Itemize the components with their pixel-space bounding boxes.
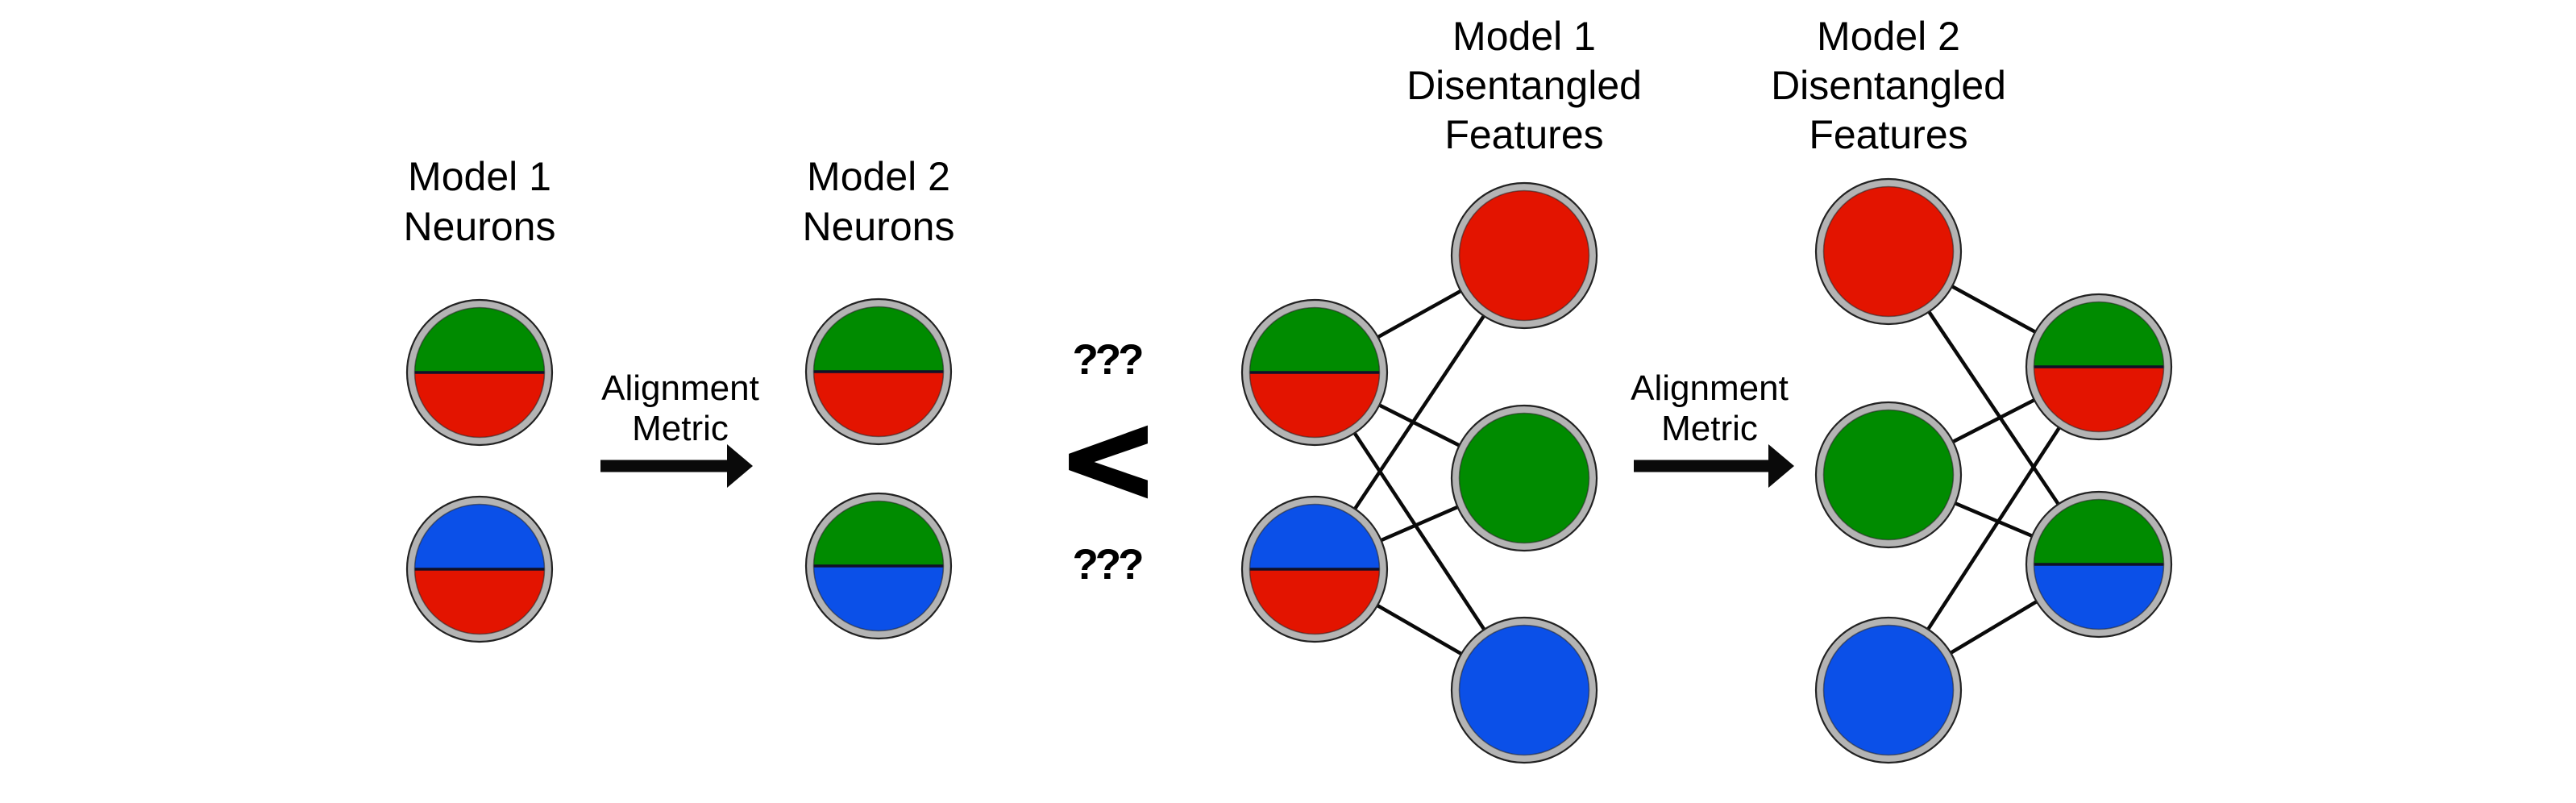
net1-feature-blue-outline-outer	[1450, 616, 1598, 764]
net2-neuron-2-ring	[2026, 492, 2171, 637]
label-model1-neurons: Model 1 Neurons	[403, 154, 556, 249]
net2-neuron-1-bottom-half	[2030, 367, 2167, 435]
model1-neuron-1-outline-inner	[413, 306, 546, 439]
net2-feature-red-outline-inner	[1822, 185, 1955, 318]
net2-neuron-1-ring	[2026, 294, 2171, 439]
net1-feature-red-ring	[1452, 183, 1597, 328]
net1-feature-red-outline-outer	[1450, 181, 1598, 330]
net2-feature-green-outline-outer	[1814, 401, 1963, 549]
arrow-head-2	[1768, 444, 1794, 488]
net1-neuron-2-bottom-half	[1246, 569, 1383, 638]
net2-neuron-2-bottom-half	[2030, 564, 2167, 633]
net1-neuron-1-outline-outer	[1240, 298, 1389, 447]
model2-neuron-2-ring	[806, 493, 951, 639]
net2-feature-red-outline-outer	[1814, 177, 1963, 326]
net1-feature-blue-ring	[1452, 618, 1597, 763]
net1-feature-green-fill	[1456, 410, 1593, 547]
label-model2-disentangled-features: Model 2 Disentangled Features	[1771, 14, 2006, 157]
net1-neuron-2-outline-outer	[1240, 495, 1389, 643]
net1-neuron-1-bottom-half	[1246, 372, 1383, 441]
net1-feature-red-outline-inner	[1458, 189, 1590, 322]
net2-feature-blue-ring	[1816, 618, 1961, 763]
model2-neuron-2-outline-outer	[804, 492, 953, 640]
model1-neuron-1-top-half	[411, 304, 548, 372]
model1-neuron-2-top-half	[411, 501, 548, 569]
net2-feature-green-ring	[1816, 402, 1961, 547]
net2-neuron-1-top-half	[2030, 298, 2167, 367]
net2-neuron-1-outline-outer	[2025, 293, 2173, 441]
model2-neuron-1-outline-outer	[804, 297, 953, 446]
net2-feature-red-fill	[1820, 183, 1957, 320]
label-model2-neurons: Model 2 Neurons	[802, 154, 955, 249]
model2-neuron-1-outline-inner	[812, 306, 945, 438]
arrow-shaft-2	[1634, 460, 1770, 472]
net1-feature-green-outline-outer	[1450, 404, 1598, 552]
net2-feature-blue-outline-inner	[1822, 624, 1955, 756]
net2-neuron-2-outline-inner	[2033, 498, 2165, 630]
model1-neuron-1-outline-outer	[405, 298, 554, 447]
less-than-symbol: <	[1056, 389, 1161, 529]
arrow-shaft-1	[600, 460, 729, 472]
net1-neuron-1-ring	[1242, 300, 1387, 445]
model2-neuron-2-top-half	[810, 497, 947, 566]
label-unknown-score-bottom: ???	[1072, 541, 1144, 589]
net1-neuron-1-outline-inner	[1249, 306, 1381, 439]
net1-feature-green-outline-inner	[1458, 412, 1590, 544]
net2-feature-green-outline-inner	[1822, 409, 1955, 541]
net2-feature-blue-fill	[1820, 622, 1957, 759]
model1-neuron-2-outline-outer	[405, 495, 554, 643]
net2-neuron-2-outline-outer	[2025, 490, 2173, 639]
label-unknown-score-top: ???	[1072, 336, 1144, 384]
net1-feature-green-ring	[1452, 406, 1597, 551]
label-alignment-metric-1: Alignment Metric	[601, 368, 759, 448]
net2-feature-green-fill	[1820, 406, 1957, 543]
net1-feature-blue-fill	[1456, 622, 1593, 759]
model1-neuron-2-bottom-half	[411, 569, 548, 638]
net2-feature-red-ring	[1816, 179, 1961, 324]
model1-neuron-1-bottom-half	[411, 372, 548, 441]
net2-feature-blue-outline-outer	[1814, 616, 1963, 764]
label-model1-disentangled-features: Model 1 Disentangled Features	[1406, 14, 1642, 157]
model2-neuron-2-outline-inner	[812, 500, 945, 632]
net1-neuron-2-ring	[1242, 497, 1387, 642]
net2-neuron-1-outline-inner	[2033, 301, 2165, 433]
net2-neuron-2-top-half	[2030, 496, 2167, 564]
model1-neuron-2-ring	[407, 497, 552, 642]
net1-neuron-2-outline-inner	[1249, 503, 1381, 635]
arrow-head-1	[727, 444, 753, 488]
net1-feature-blue-outline-inner	[1458, 624, 1590, 756]
model2-neuron-2-bottom-half	[810, 566, 947, 634]
net1-neuron-1-top-half	[1246, 304, 1383, 372]
model1-neuron-2-outline-inner	[413, 503, 546, 635]
model1-neuron-1-ring	[407, 300, 552, 445]
model2-neuron-1-bottom-half	[810, 372, 947, 440]
model2-neuron-1-top-half	[810, 303, 947, 372]
net1-feature-red-fill	[1456, 187, 1593, 324]
model2-neuron-1-ring	[806, 299, 951, 444]
label-alignment-metric-2: Alignment Metric	[1631, 368, 1789, 448]
net1-neuron-2-top-half	[1246, 501, 1383, 569]
